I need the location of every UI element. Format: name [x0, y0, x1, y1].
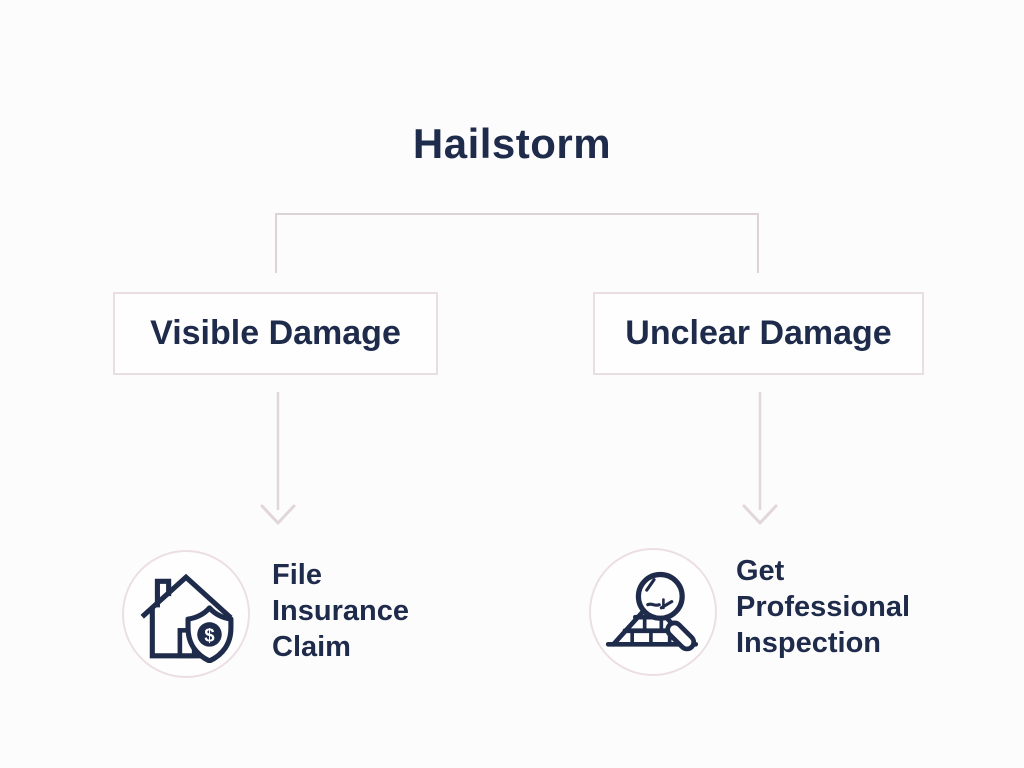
node-unclear-damage: Unclear Damage [593, 292, 924, 375]
roof-inspection-icon [605, 571, 699, 652]
action-label: File Insurance Claim [272, 559, 409, 663]
diagram-title: Hailstorm [412, 120, 612, 167]
down-arrow-icon [742, 392, 778, 525]
icon-circle: $ [122, 550, 250, 678]
down-arrow-icon [260, 392, 296, 525]
house-shield-icon: $ [140, 573, 234, 663]
connector-horizontal-line [276, 213, 759, 215]
node-label: Visible Damage [150, 314, 401, 352]
node-label: Unclear Damage [625, 314, 892, 352]
action-label: Get Professional Inspection [736, 555, 911, 659]
connector-right-drop-line [757, 213, 759, 273]
connector-left-drop-line [275, 213, 277, 273]
icon-circle [589, 548, 717, 676]
node-visible-damage: Visible Damage [113, 292, 438, 375]
dollar-glyph: $ [204, 625, 214, 646]
